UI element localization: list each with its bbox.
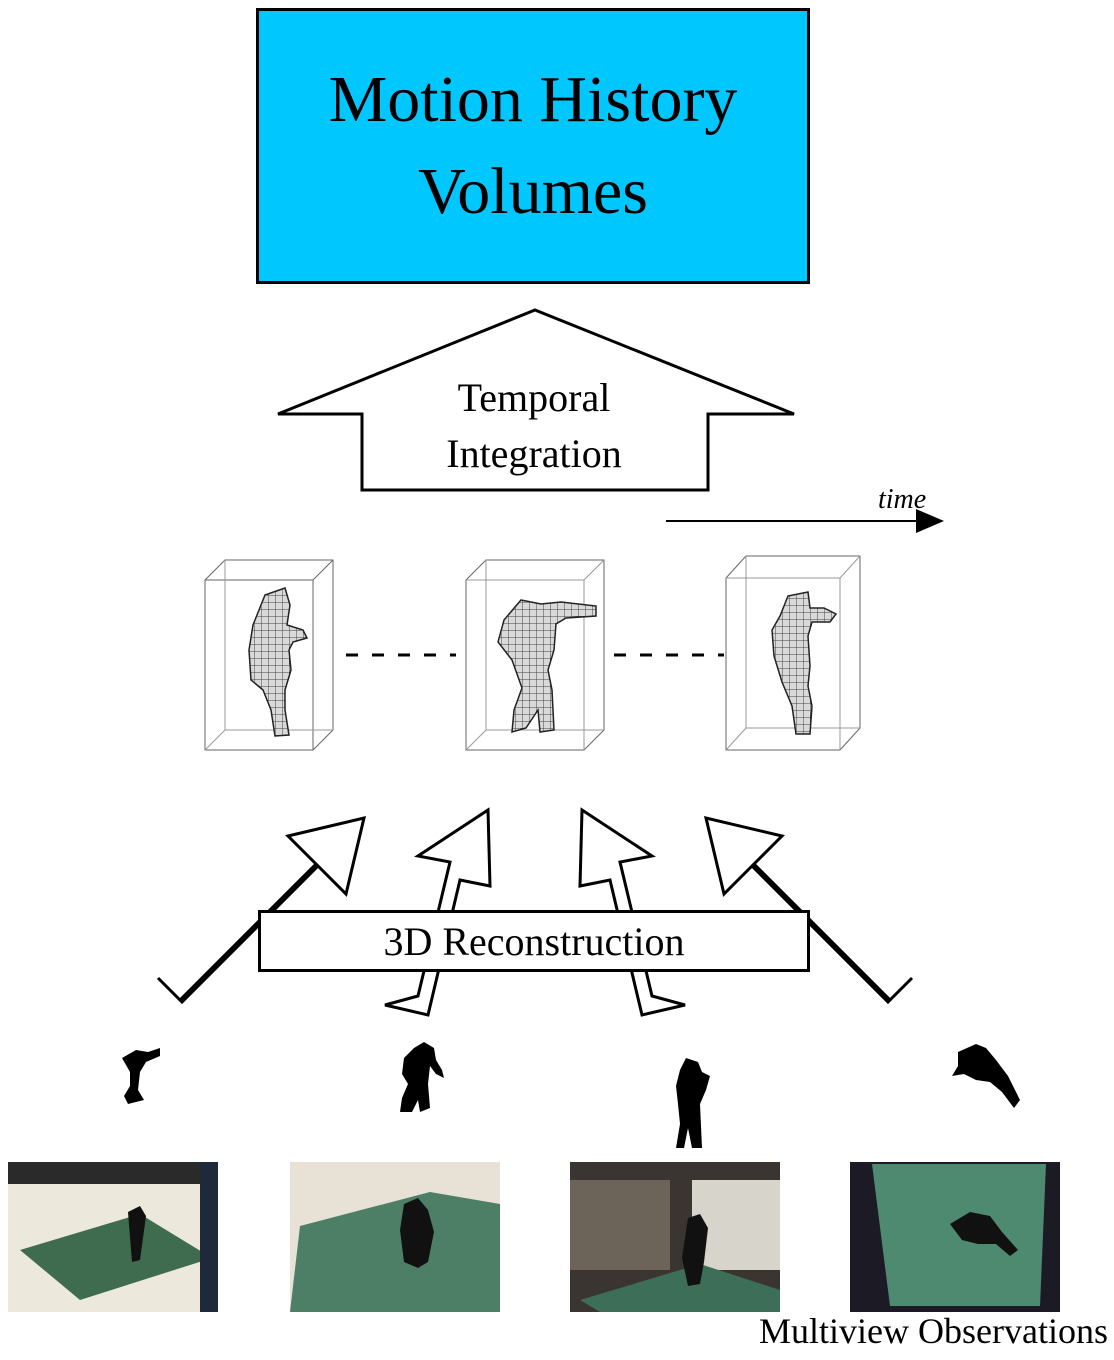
temporal-integration-label: Temporal Integration: [384, 370, 684, 482]
camera-view-2: [290, 1162, 500, 1312]
silhouette-2: [400, 1042, 444, 1112]
recon-arrow-1: [156, 815, 367, 1005]
silhouette-4: [952, 1044, 1020, 1108]
time-label: time: [878, 484, 927, 515]
recon-arrow-4: [703, 815, 914, 1005]
reconstruction-label: 3D Reconstruction: [383, 918, 685, 964]
temporal-line-2: Integration: [446, 431, 622, 476]
silhouette-1: [122, 1048, 160, 1104]
camera-view-4: [850, 1162, 1060, 1312]
title-line-1: Motion History: [328, 63, 738, 136]
temporal-line-1: Temporal: [457, 375, 611, 420]
motion-history-volumes-box: Motion History Volumes: [256, 8, 810, 284]
temporal-integration-arrow: [277, 308, 795, 492]
voxel-frame-1: [204, 559, 334, 751]
title-line-2: Volumes: [418, 155, 648, 228]
silhouette-3: [676, 1058, 710, 1148]
voxel-frame-3: [725, 555, 861, 751]
camera-view-1: [8, 1162, 218, 1312]
reconstruction-box: 3D Reconstruction: [258, 910, 810, 972]
multiview-observations-label: Multiview Observations: [759, 1311, 1108, 1351]
camera-view-3: [570, 1162, 780, 1312]
voxel-frame-2: [465, 559, 605, 751]
